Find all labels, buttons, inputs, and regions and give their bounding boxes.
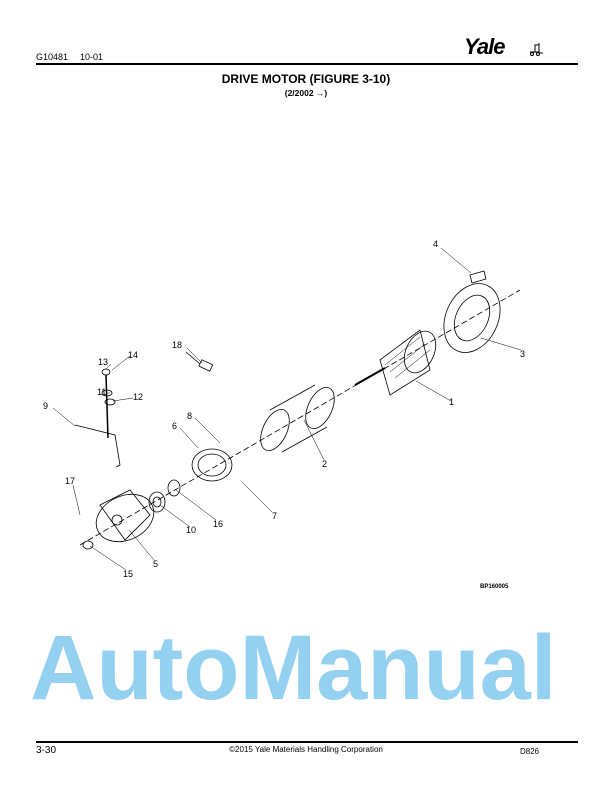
callout-2: 2 [322, 459, 327, 469]
retaining-ring-16 [167, 479, 181, 497]
page-subtitle: (2/2002 →) [284, 88, 328, 98]
header-rule [36, 63, 578, 65]
yale-logo: Yale [464, 34, 505, 59]
armature-1 [354, 329, 437, 396]
callout-16: 16 [213, 519, 223, 529]
callout-15: 15 [123, 569, 133, 579]
terminal-stack [101, 368, 116, 439]
doc-number: G10481 [36, 52, 69, 62]
callout-18: 18 [172, 340, 182, 350]
callout-9: 9 [43, 401, 48, 411]
center-axis [79, 289, 521, 546]
callout-4: 4 [433, 239, 438, 249]
callout-labels: 1 2 3 4 5 6 7 8 9 10 11 12 13 14 15 16 1… [43, 239, 525, 590]
callout-11: 11 [97, 387, 106, 397]
washer-15 [82, 540, 94, 550]
watermark: AutoManual [30, 617, 557, 719]
leader-lines [52, 247, 522, 571]
clip-4 [469, 270, 487, 284]
footer-rule [36, 741, 578, 743]
forklift-icon [530, 43, 543, 56]
callout-13: 13 [98, 357, 108, 367]
drive-motor-exploded-diagram: 1 2 3 4 5 6 7 8 9 10 11 12 13 14 15 16 1… [43, 239, 525, 590]
sensor-18 [185, 351, 214, 372]
footer-code: D826 [520, 747, 540, 756]
bearing-10 [148, 491, 166, 513]
brush-holder-6 [191, 448, 233, 482]
callout-17: 17 [65, 476, 75, 486]
end-cover-3 [443, 283, 501, 353]
document-id: G10481 10-01 [36, 52, 115, 62]
bus-bar-9 [74, 424, 121, 468]
page-number: 3-30 [36, 745, 57, 756]
doc-date: 10-01 [80, 52, 104, 62]
callout-8: 8 [187, 411, 192, 421]
callout-5: 5 [153, 559, 158, 569]
callout-12: 12 [133, 392, 143, 402]
callout-6: 6 [172, 421, 177, 431]
callout-10: 10 [186, 525, 196, 535]
callout-3: 3 [520, 349, 525, 359]
copyright: ©2015 Yale Materials Handling Corporatio… [229, 745, 383, 754]
callout-14: 14 [128, 350, 138, 360]
end-housing-5 [95, 489, 155, 543]
page-title: DRIVE MOTOR (FIGURE 3-10) [221, 72, 391, 86]
figure-code: BP160005 [480, 584, 509, 590]
frame-2 [260, 384, 335, 453]
callout-1: 1 [449, 397, 454, 407]
callout-7: 7 [272, 511, 277, 521]
